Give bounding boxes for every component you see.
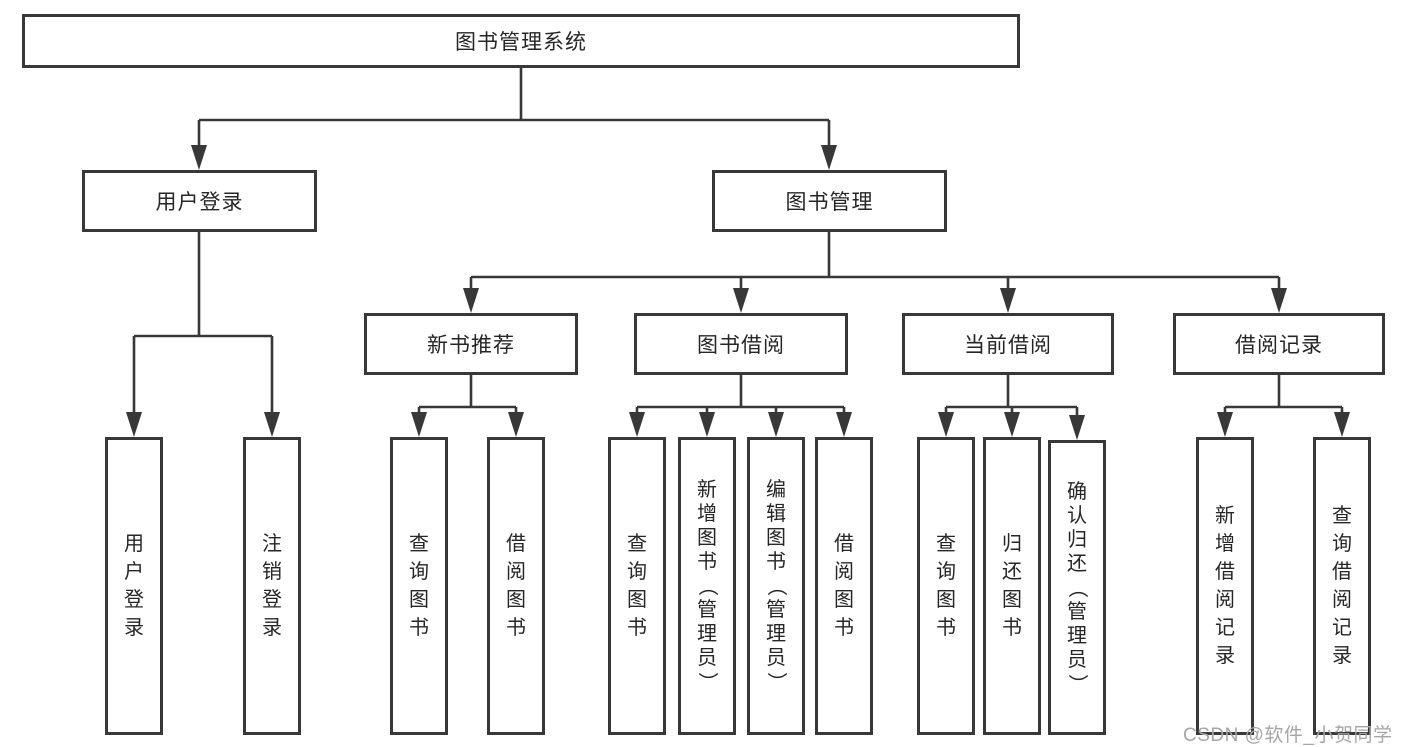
node-new-book-recommend: 新书推荐 xyxy=(364,313,578,375)
leaf-add-books-admin: 新增图书（管理员） xyxy=(678,437,736,735)
leaf-confirm-return-admin: 确认归还（管理员） xyxy=(1048,440,1106,735)
leaf-logout: 注销登录 xyxy=(243,437,301,735)
leaf-query-books-recommend: 查询图书 xyxy=(390,437,448,735)
leaf-edit-books-admin: 编辑图书（管理员） xyxy=(747,437,805,735)
leaf-user-login: 用户登录 xyxy=(105,437,163,735)
leaf-query-books-current: 查询图书 xyxy=(917,437,975,735)
fork-new-book xyxy=(411,375,524,437)
node-root-system: 图书管理系统 xyxy=(22,14,1020,68)
fork-book-borrow xyxy=(629,375,852,437)
leaf-return-books: 归还图书 xyxy=(983,437,1041,735)
leaf-query-books-borrow: 查询图书 xyxy=(608,437,666,735)
node-book-borrow: 图书借阅 xyxy=(634,313,848,375)
fork-book-management xyxy=(463,232,1287,313)
fork-current-borrow xyxy=(938,375,1085,440)
leaf-borrow-books-recommend: 借阅图书 xyxy=(487,437,545,735)
leaf-borrow-books: 借阅图书 xyxy=(815,437,873,735)
leaf-add-borrow-record: 新增借阅记录 xyxy=(1196,437,1254,735)
fork-root xyxy=(191,68,837,170)
node-book-management: 图书管理 xyxy=(712,170,947,232)
fork-borrow-records xyxy=(1217,375,1350,437)
node-user-login: 用户登录 xyxy=(82,170,317,232)
leaf-query-borrow-record: 查询借阅记录 xyxy=(1313,437,1371,735)
csdn-watermark: CSDN @软件_小贺同学 xyxy=(1183,725,1393,746)
node-current-borrow: 当前借阅 xyxy=(902,313,1114,375)
node-borrow-records: 借阅记录 xyxy=(1173,313,1385,375)
fork-user-login xyxy=(126,232,280,437)
